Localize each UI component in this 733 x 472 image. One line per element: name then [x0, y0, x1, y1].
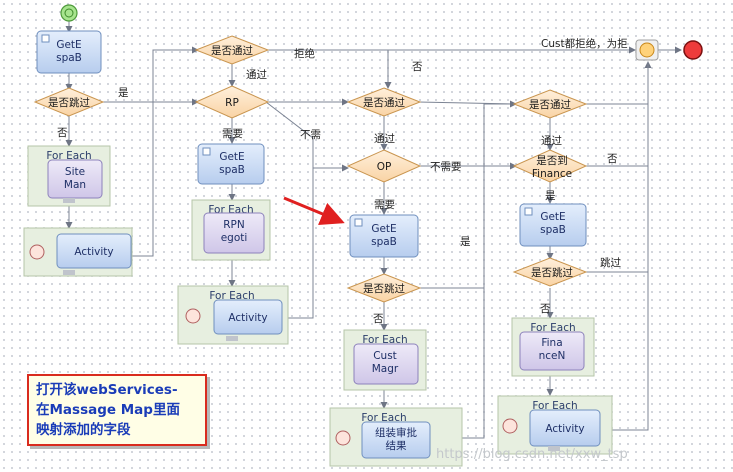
fin-line1: Fina [541, 337, 562, 349]
task-gete-1-line2: spaB [56, 52, 82, 64]
edge-label-need-2: 需要 [374, 199, 395, 211]
gateway-pass-top-label: 是否通过 [211, 44, 253, 57]
edge-label-not-needed: 不需要 [430, 161, 462, 173]
site-line2: Man [64, 179, 86, 191]
activity-4-container[interactable]: For Each Activity [497, 395, 613, 455]
edge-label-not-need: 不需 [300, 129, 321, 141]
site-line1: Site [65, 166, 85, 178]
note-line-2: 在Massage Map里面 [36, 402, 180, 418]
task-gete-1[interactable]: GetE spaB [36, 30, 102, 74]
task-gete-2[interactable]: GetE spaB [197, 143, 265, 185]
foreach-site-manager[interactable]: For Each Site Man [27, 145, 111, 207]
annotation-note: 打开该webServices- 在Massage Map里面 映射添加的字段 [27, 374, 207, 446]
gateway-skip-1[interactable]: 是否跳过 [33, 87, 105, 117]
gateway-pass-right[interactable]: 是否通过 [512, 89, 588, 119]
edge-label-cust-reject: Cust都拒绝，为拒 [541, 37, 628, 50]
gateway-to-finance[interactable]: 是否到 Finance [512, 149, 588, 183]
task-gete-4[interactable]: GetE spaB [519, 203, 587, 247]
foreach-1-label: For Each [46, 150, 91, 162]
fin-line2: nceN [539, 350, 566, 362]
edge-labels: 是 否 通过 拒绝 否 需要 不需 通过 不需要 需要 是 否 通过 否 是 跳… [57, 37, 628, 325]
gateway-pass-top[interactable]: 是否通过 [194, 35, 270, 65]
cust-line2: Magr [372, 363, 399, 375]
edge-label-pass-2: 通过 [374, 132, 395, 145]
edge-label-need-1: 需要 [222, 128, 243, 140]
foreach-3b-label: For Each [361, 412, 406, 424]
task-gete-4-line2: spaB [540, 224, 566, 236]
foreach-5-label: For Each [530, 322, 575, 334]
edge-label-skip: 跳过 [600, 256, 621, 269]
edge-label-reject: 拒绝 [294, 47, 315, 60]
note-line-3: 映射添加的字段 [36, 422, 131, 438]
activity-2-label: Activity [228, 312, 267, 324]
note-line-1: 打开该webServices- [36, 382, 178, 398]
gateway-to-finance-label-2: Finance [532, 168, 572, 180]
task-gete-1-line1: GetE [56, 39, 81, 51]
edge-label-yes-3: 是 [545, 190, 556, 202]
activity-3-line2: 结果 [386, 439, 407, 452]
gateway-op[interactable]: OP [346, 149, 422, 183]
rpn-line1: RPN [223, 219, 244, 231]
annotation-arrow [283, 196, 345, 226]
watermark: https://blog.csdn.net/xxw_tsp [436, 447, 628, 462]
gateway-pass-mid[interactable]: 是否通过 [346, 87, 422, 117]
foreach-6-label: For Each [532, 400, 577, 412]
foreach-2b-label: For Each [209, 290, 254, 302]
task-gete-3[interactable]: GetE spaB [349, 214, 419, 258]
edge-label-no-5: 否 [540, 303, 551, 315]
rpn-line2: egoti [221, 232, 248, 244]
gateway-pass-mid-label: 是否通过 [363, 96, 405, 109]
activity-1-container[interactable]: Activity [23, 227, 133, 277]
gateway-skip-1-label: 是否跳过 [48, 96, 90, 109]
activity-3-container[interactable]: For Each 组装审批 结果 [329, 407, 463, 467]
task-gete-3-line2: spaB [371, 236, 397, 248]
gateway-pass-right-label: 是否通过 [529, 98, 571, 111]
task-gete-4-line1: GetE [540, 211, 565, 223]
activity-4-label: Activity [545, 423, 584, 435]
edge-label-yes-1: 是 [118, 87, 129, 99]
gateway-skip-2[interactable]: 是否跳过 [346, 273, 422, 303]
activity-1-label: Activity [74, 246, 113, 258]
task-gete-3-line1: GetE [371, 223, 396, 235]
activity-2-container[interactable]: For Each Activity [177, 285, 289, 345]
edge-label-no-4: 否 [607, 153, 618, 165]
foreach-rpn[interactable]: For Each RPN egoti [191, 199, 271, 261]
gateway-skip-3[interactable]: 是否跳过 [512, 257, 588, 287]
task-gete-2-line1: GetE [219, 151, 244, 163]
edge-label-no-1: 否 [57, 127, 68, 139]
edge-label-no-2: 否 [412, 61, 423, 73]
gateway-to-finance-label-1: 是否到 [536, 155, 568, 167]
foreach-cust-note[interactable]: For Each Cust Magr [343, 329, 427, 391]
foreach-3-label: For Each [362, 334, 407, 346]
gateway-rp-label: RP [225, 97, 239, 109]
gateway-skip-2-label: 是否跳过 [363, 282, 405, 295]
start-event[interactable] [60, 4, 78, 22]
intermediate-message-event[interactable] [635, 39, 659, 61]
gateway-op-label: OP [377, 161, 392, 173]
activity-3-line1: 组装审批 [375, 426, 417, 439]
edge-label-yes-2: 是 [460, 236, 471, 248]
foreach-finance-note[interactable]: For Each Fina nceN [511, 317, 595, 377]
end-event[interactable] [683, 40, 703, 60]
edge-label-pass-3: 通过 [541, 134, 562, 147]
task-gete-2-line2: spaB [219, 164, 245, 176]
gateway-skip-3-label: 是否跳过 [531, 266, 573, 279]
cust-line1: Cust [373, 350, 397, 362]
gateway-rp[interactable]: RP [194, 85, 270, 119]
edges [65, 21, 682, 439]
edge-label-no-3: 否 [373, 313, 384, 325]
edge-label-pass-1: 通过 [246, 68, 267, 81]
